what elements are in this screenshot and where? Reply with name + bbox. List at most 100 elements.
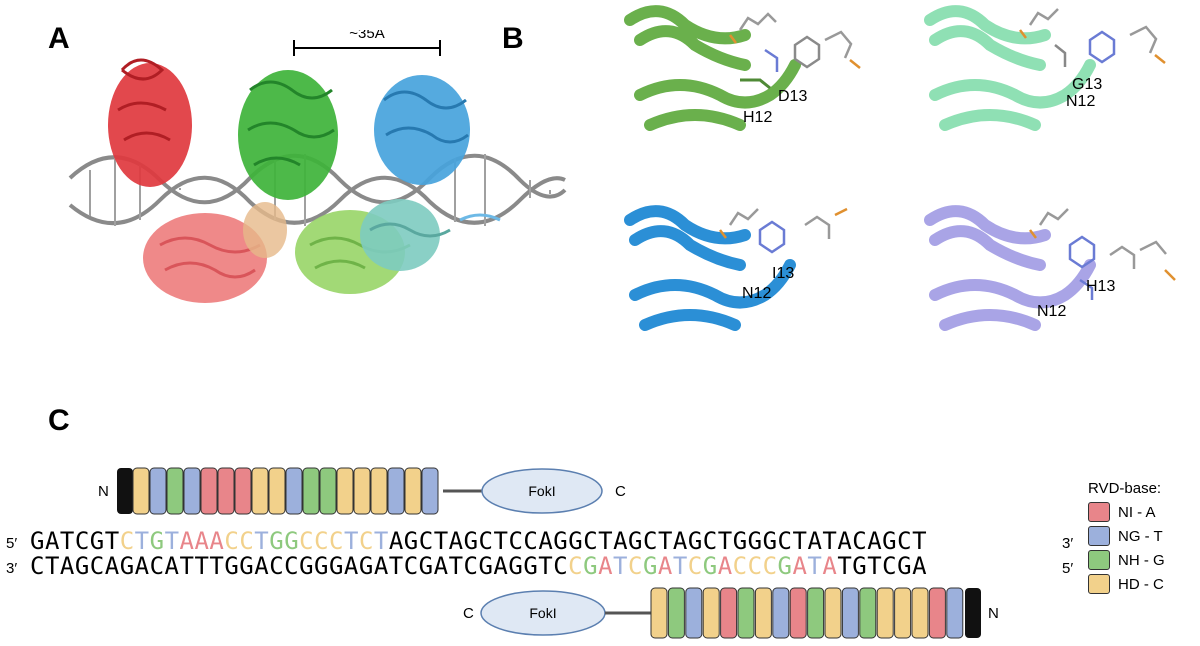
top-repeat-15	[370, 467, 388, 515]
bottom-target-base-12: C	[732, 552, 748, 580]
bottom-target-base-18: A	[822, 552, 838, 580]
domain-blue	[360, 75, 501, 271]
bottom-strand-sequence: CTAGCAGACATTTGGACCGGGAGATCGATCGAGGTCCGAT…	[30, 552, 928, 580]
top-repeat-14	[353, 467, 371, 515]
bottom-repeat-14	[876, 587, 894, 639]
bottom-repeat-1	[650, 587, 668, 639]
top-target-base-9: C	[239, 527, 255, 555]
bottom-repeat-5	[720, 587, 738, 639]
bottom-target-base-15: G	[777, 552, 793, 580]
legend-item-1: NI - A	[1088, 500, 1165, 524]
top-repeat-4	[183, 467, 201, 515]
top-strand-target: CTGTAAACCTGGCCCTCT	[120, 527, 389, 555]
legend-swatch	[1088, 574, 1110, 594]
bottom-repeat-4	[702, 587, 720, 639]
rvd-loop-1: H12 D13	[624, 5, 861, 131]
top-target-base-1: C	[119, 527, 135, 555]
bottom-target-base-13: C	[747, 552, 763, 580]
top-target-base-5: A	[179, 527, 195, 555]
tale-dna-structure: ~35Å	[68, 30, 567, 303]
top-repeat-10	[285, 467, 303, 515]
panel-label-c: C	[48, 404, 70, 437]
bottom-target-base-9: C	[687, 552, 703, 580]
panel-label-a: A	[48, 22, 70, 55]
top-target-base-2: T	[134, 527, 150, 555]
bottom-repeat-13	[859, 587, 877, 639]
top-target-base-11: G	[269, 527, 285, 555]
bottom-repeat-array	[650, 587, 964, 639]
legend-item-3: NH - G	[1088, 548, 1165, 572]
residue-label-1a: H12	[743, 109, 772, 126]
bottom-strand-prime-right: 5′	[1062, 560, 1074, 577]
bottom-target-base-4: T	[613, 552, 628, 580]
bottom-foki-label: FokI	[529, 605, 556, 621]
legend-title: RVD-base:	[1088, 480, 1162, 497]
bottom-repeat-9	[789, 587, 807, 639]
top-repeat-1	[132, 467, 150, 515]
top-target-base-13: C	[299, 527, 315, 555]
top-repeat-18	[421, 467, 439, 515]
bottom-target-base-16: A	[792, 552, 808, 580]
top-target-base-6: A	[194, 527, 210, 555]
bottom-target-base-3: A	[598, 552, 614, 580]
bottom-strand-target: CGATCGATCGACCCGATA	[568, 552, 837, 580]
top-strand-prime-left: 5′	[6, 535, 18, 552]
residue-label-4b: H13	[1086, 278, 1115, 295]
legend-label: HD - C	[1118, 575, 1164, 593]
top-target-base-3: G	[149, 527, 165, 555]
bottom-repeat-6	[737, 587, 755, 639]
legend-swatch	[1088, 502, 1110, 522]
bottom-repeat-3	[685, 587, 703, 639]
rvd-loop-3: N12 I13	[624, 205, 848, 331]
rvd-loop-4: N12 H13	[924, 205, 1176, 331]
top-repeat-5	[200, 467, 218, 515]
domain-red	[108, 58, 267, 303]
top-repeat-11	[302, 467, 320, 515]
bottom-target-base-17: T	[807, 552, 823, 580]
distance-bracket	[293, 40, 441, 56]
bottom-target-base-8: T	[672, 552, 688, 580]
residue-label-4a: N12	[1037, 303, 1066, 320]
talen-top: N FokI C	[98, 467, 626, 515]
top-target-base-14: C	[314, 527, 330, 555]
bottom-target-base-5: C	[627, 552, 643, 580]
top-repeat-8	[251, 467, 269, 515]
top-target-base-4: T	[164, 527, 180, 555]
top-repeat-12	[319, 467, 337, 515]
legend-item-4: HD - C	[1088, 572, 1165, 596]
residue-label-2b: G13	[1072, 76, 1102, 93]
panel-label-b: B	[502, 22, 524, 55]
bottom-n-terminus: N	[988, 605, 999, 622]
top-target-base-7: A	[209, 527, 225, 555]
top-foki-domain	[481, 468, 603, 514]
bottom-repeat-18	[946, 587, 964, 639]
residue-label-3a: N12	[742, 285, 771, 302]
legend-swatch	[1088, 550, 1110, 570]
bottom-repeat-8	[772, 587, 790, 639]
top-strand-sequence: GATCGTCTGTAAACCTGGCCCTCTAGCTAGCTCCAGGCTA…	[30, 527, 928, 555]
top-repeat-9	[268, 467, 286, 515]
bottom-target-base-6: G	[642, 552, 658, 580]
top-target-base-10: T	[254, 527, 270, 555]
bottom-repeat-11	[824, 587, 842, 639]
top-repeat-2	[149, 467, 167, 515]
rvd-loop-2: N12 G13	[924, 5, 1166, 131]
top-repeat-7	[234, 467, 252, 515]
bottom-strand-prime-left: 3′	[6, 560, 18, 577]
top-n-terminus: N	[98, 483, 109, 500]
top-target-base-12: G	[284, 527, 300, 555]
distance-label: ~35Å	[349, 30, 384, 42]
top-repeat-3	[166, 467, 184, 515]
talen-bottom: C FokI N	[463, 587, 999, 639]
top-repeat-16	[387, 467, 405, 515]
bottom-target-base-1: C	[568, 552, 584, 580]
top-target-base-16: T	[344, 527, 359, 555]
top-target-base-17: C	[358, 527, 374, 555]
bottom-target-base-2: G	[583, 552, 599, 580]
top-c-terminus: C	[615, 483, 626, 500]
domain-tan	[243, 202, 287, 258]
top-repeat-17	[404, 467, 422, 515]
legend-item-2: NG - T	[1088, 524, 1165, 548]
nucleotides-1	[729, 12, 861, 72]
